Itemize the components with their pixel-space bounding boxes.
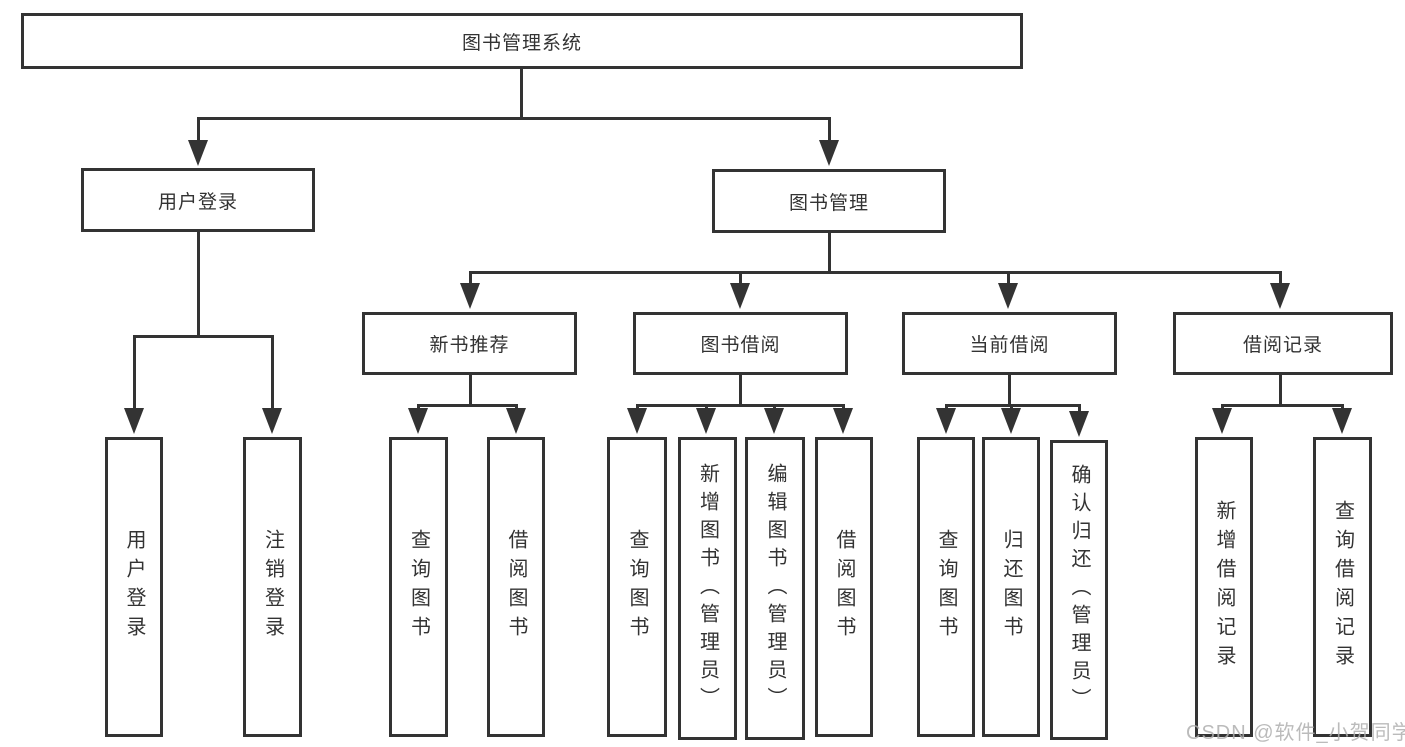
leaf-add-books-admin: 新增图书（管理员）: [678, 437, 737, 740]
edge-line: [828, 233, 831, 274]
edge-line: [1279, 375, 1282, 407]
arrow-head-icon: [1001, 408, 1021, 434]
edge-line: [133, 335, 136, 411]
edge-line: [417, 404, 518, 407]
leaf-query-books-borrowing: 查询图书: [607, 437, 667, 737]
arrow-head-icon: [696, 408, 716, 434]
arrow-head-icon: [188, 140, 208, 166]
edge-line: [1279, 271, 1282, 286]
arrow-head-icon: [833, 408, 853, 434]
edge-line: [828, 117, 831, 143]
leaf-query-borrow-record: 查询借阅记录: [1313, 437, 1372, 737]
arrow-head-icon: [1069, 411, 1089, 437]
arrow-head-icon: [998, 283, 1018, 309]
edge-line: [739, 271, 742, 286]
leaf-user-login: 用户登录: [105, 437, 163, 737]
arrow-head-icon: [627, 408, 647, 434]
arrow-head-icon: [764, 408, 784, 434]
edge-line: [1008, 375, 1011, 407]
node-current-borrowing: 当前借阅: [902, 312, 1117, 375]
edge-line: [469, 375, 472, 407]
edge-line: [271, 335, 274, 411]
node-book-borrowing: 图书借阅: [633, 312, 848, 375]
leaf-query-books-recommend: 查询图书: [389, 437, 448, 737]
arrow-head-icon: [1270, 283, 1290, 309]
edge-line: [1221, 404, 1344, 407]
node-user-login: 用户登录: [81, 168, 315, 232]
edge-line: [739, 375, 742, 407]
edge-line: [469, 271, 1282, 274]
arrow-head-icon: [730, 283, 750, 309]
node-new-book-recommendation: 新书推荐: [362, 312, 577, 375]
edge-line: [636, 404, 845, 407]
edge-line: [945, 404, 1081, 407]
edge-line: [1078, 404, 1081, 412]
leaf-borrow-books-borrowing: 借阅图书: [815, 437, 873, 737]
node-borrowing-records: 借阅记录: [1173, 312, 1393, 375]
leaf-borrow-books-recommend: 借阅图书: [487, 437, 545, 737]
leaf-add-borrow-record: 新增借阅记录: [1195, 437, 1253, 737]
edge-line: [197, 117, 831, 120]
arrow-head-icon: [819, 140, 839, 166]
node-library-management-system: 图书管理系统: [21, 13, 1023, 69]
leaf-edit-books-admin: 编辑图书（管理员）: [745, 437, 805, 740]
arrow-head-icon: [408, 408, 428, 434]
arrow-head-icon: [124, 408, 144, 434]
edge-line: [520, 69, 523, 119]
edge-line: [197, 232, 200, 338]
leaf-return-books: 归还图书: [982, 437, 1040, 737]
node-book-management: 图书管理: [712, 169, 946, 233]
edge-line: [197, 117, 200, 143]
edge-line: [469, 271, 472, 286]
arrow-head-icon: [936, 408, 956, 434]
leaf-confirm-return-admin: 确认归还（管理员）: [1050, 440, 1108, 740]
csdn-watermark: CSDN @软件_小贺同学: [1186, 722, 1405, 744]
leaf-query-books-current: 查询图书: [917, 437, 975, 737]
arrow-head-icon: [1332, 408, 1352, 434]
edge-line: [1007, 271, 1010, 286]
arrow-head-icon: [262, 408, 282, 434]
arrow-head-icon: [1212, 408, 1232, 434]
arrow-head-icon: [506, 408, 526, 434]
leaf-logout-login: 注销登录: [243, 437, 302, 737]
arrow-head-icon: [460, 283, 480, 309]
edge-line: [133, 335, 274, 338]
